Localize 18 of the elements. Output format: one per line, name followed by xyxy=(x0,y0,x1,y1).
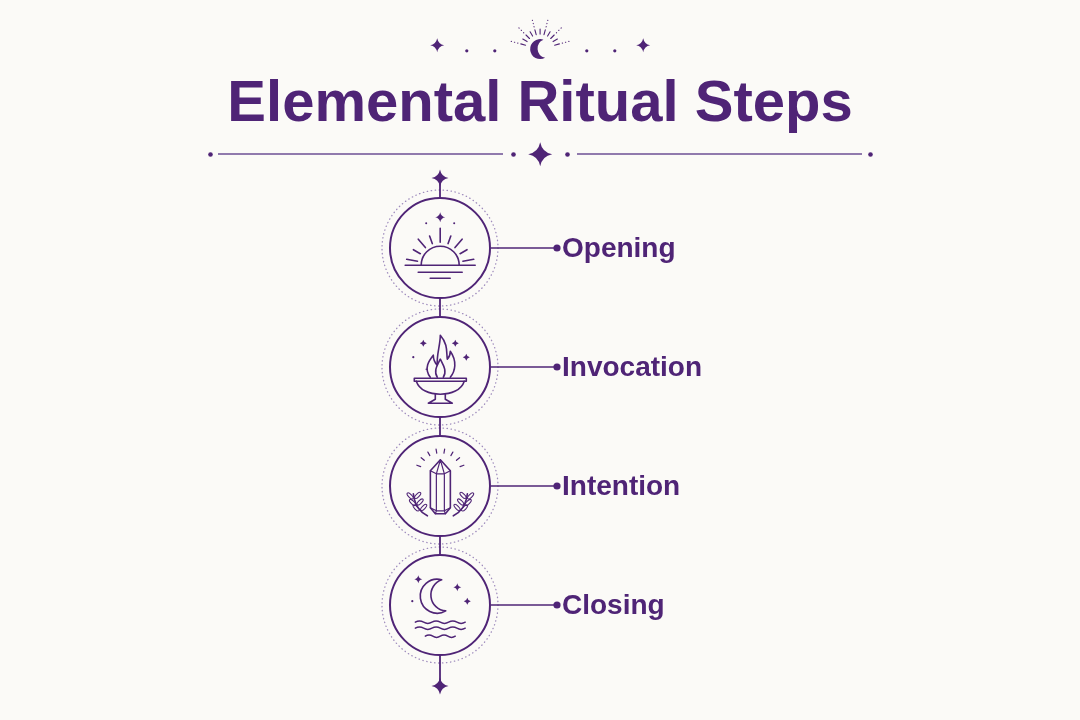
step-circle xyxy=(389,316,491,418)
step-circle xyxy=(389,435,491,537)
step-circle xyxy=(389,554,491,656)
step-label: Invocation xyxy=(562,351,702,383)
leader-line xyxy=(490,601,561,609)
connector-line xyxy=(431,169,449,198)
title: Elemental Ritual Steps xyxy=(227,70,853,132)
connector-line xyxy=(439,417,441,436)
connector-line xyxy=(439,298,441,317)
connector-line xyxy=(431,655,449,695)
step-circle xyxy=(389,197,491,299)
connector-line xyxy=(439,536,441,555)
step-label: Opening xyxy=(562,232,676,264)
step-label: Closing xyxy=(562,589,665,621)
step-label: Intention xyxy=(562,470,681,502)
leader-line xyxy=(490,482,561,490)
leader-line xyxy=(490,244,561,252)
leader-line xyxy=(490,363,561,371)
